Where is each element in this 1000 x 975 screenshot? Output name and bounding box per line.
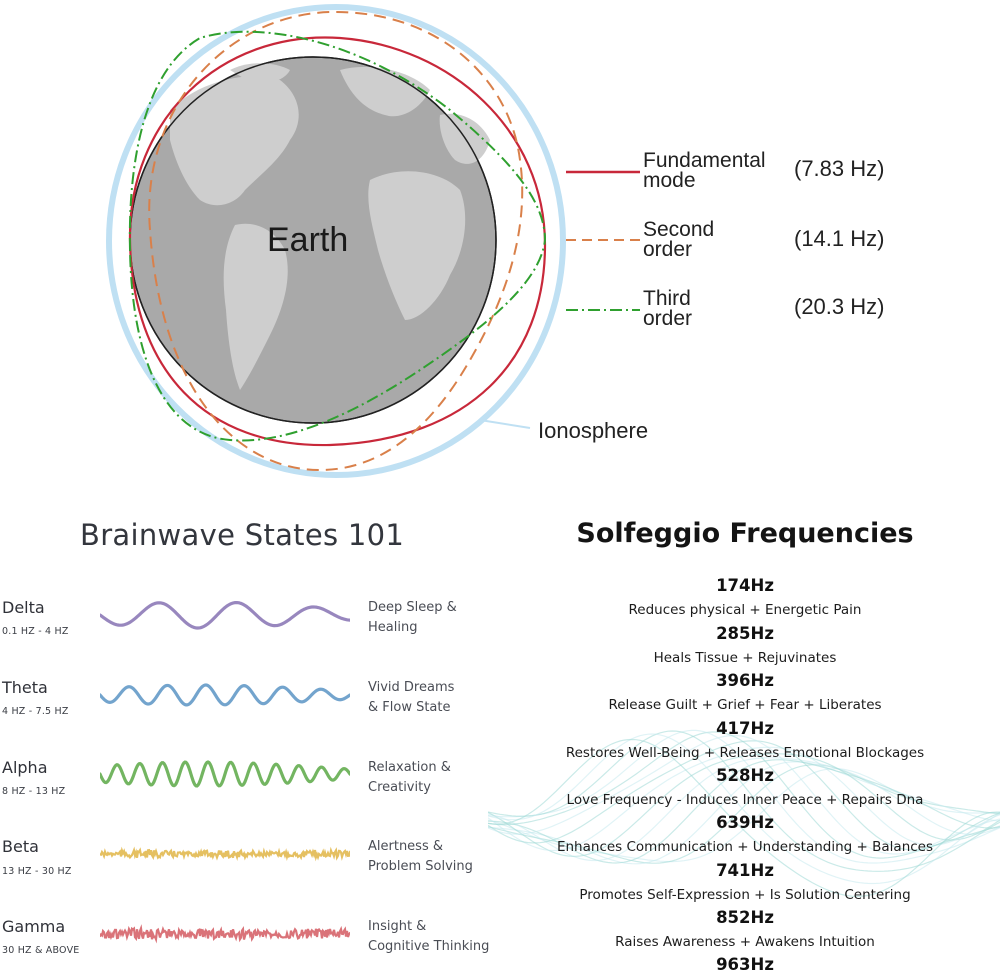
solfeggio-hz: 639Hz <box>716 813 774 832</box>
brainwave-name: Beta <box>2 837 39 856</box>
delta-wave <box>100 600 350 630</box>
solfeggio-hz: 852Hz <box>716 908 774 927</box>
brainwave-range: 8 HZ - 13 HZ <box>2 786 66 797</box>
wave-trace <box>100 600 350 630</box>
brainwave-name: Gamma <box>2 917 66 936</box>
solfeggio-hz: 528Hz <box>716 766 774 785</box>
decorative-wave-line <box>488 735 1000 855</box>
decorative-wave-line <box>488 740 1000 851</box>
solfeggio-desc: Enhances Communication + Understanding +… <box>556 839 934 855</box>
brainwave-range: 4 HZ - 7.5 HZ <box>2 706 69 717</box>
decorative-wave-line <box>488 733 1000 885</box>
brainwave-name: Theta <box>2 678 48 697</box>
solfeggio-desc: Restores Well-Being + Releases Emotional… <box>565 745 925 761</box>
beta-wave <box>100 846 350 862</box>
solfeggio-desc: Love Frequency - Induces Inner Peace + R… <box>566 792 924 808</box>
earth-label: Earth <box>267 221 349 259</box>
ionosphere-label: Ionosphere <box>538 418 649 443</box>
brainwave-desc: Vivid Dreams& Flow State <box>368 680 455 715</box>
decorative-wave-line <box>488 753 1000 857</box>
solfeggio-hz: 285Hz <box>716 624 774 643</box>
brainwave-desc: Insight &Cognitive Thinking <box>368 919 490 954</box>
solfeggio-desc: Promotes Self-Expression + Is Solution C… <box>579 887 911 903</box>
brainwave-name: Alpha <box>2 758 48 777</box>
wave-trace <box>100 846 350 862</box>
legend-freq-fundamental: (7.83 Hz) <box>794 156 885 181</box>
solfeggio-desc: Raises Awareness + Awakens Intuition <box>615 934 875 950</box>
decorative-wave-line <box>488 746 1000 852</box>
decorative-wave-line <box>488 729 1000 864</box>
ionosphere-pointer <box>479 419 531 429</box>
solfeggio-hz: 174Hz <box>716 576 774 595</box>
fundamental-mode-curve <box>128 36 547 447</box>
schumann-resonance-diagram <box>106 4 640 478</box>
brainwave-range: 30 HZ & ABOVE <box>2 945 80 956</box>
brainwave-range: 0.1 HZ - 4 HZ <box>2 626 69 637</box>
wave-trace <box>100 683 350 707</box>
theta-wave <box>100 683 350 707</box>
decorative-wave-line <box>488 759 1000 864</box>
gamma-wave <box>100 924 350 944</box>
continents <box>170 63 490 390</box>
solfeggio-hz: 396Hz <box>716 671 774 690</box>
brainwave-desc: Alertness &Problem Solving <box>368 839 473 874</box>
decorative-wave-line <box>488 730 1000 872</box>
decorative-wave-line <box>488 761 1000 865</box>
brainwave-desc: Relaxation &Creativity <box>368 760 451 795</box>
solfeggio-desc: Release Guilt + Grief + Fear + Liberates <box>608 697 882 713</box>
decorative-wave-line <box>488 738 1000 898</box>
solfeggio-hz: 741Hz <box>716 861 774 880</box>
wave-trace <box>100 924 350 944</box>
brainwave-range: 13 HZ - 30 HZ <box>2 866 72 877</box>
solfeggio-title: Solfeggio Frequencies <box>576 518 914 549</box>
brainwave-name: Delta <box>2 598 45 617</box>
decorative-wave-background <box>488 729 1000 898</box>
decorative-wave-line <box>488 731 1000 859</box>
brainwave-desc: Deep Sleep &Healing <box>368 600 457 635</box>
brainwave-title: Brainwave States 101 <box>80 518 405 552</box>
legend-freq-second: (14.1 Hz) <box>794 226 885 251</box>
decorative-wave-line <box>488 768 1000 863</box>
solfeggio-hz: 417Hz <box>716 719 774 738</box>
ionosphere-ring <box>106 4 566 478</box>
solfeggio-desc: Reduces physical + Energetic Pain <box>628 602 862 618</box>
third-order-curve <box>128 30 547 442</box>
solfeggio-desc: Heals Tissue + Rejuvinates <box>653 650 837 666</box>
solfeggio-hz: 963Hz <box>716 955 774 974</box>
legend-freq-third: (20.3 Hz) <box>794 294 885 319</box>
wave-trace <box>100 760 350 788</box>
alpha-wave <box>100 760 350 788</box>
second-order-curve <box>148 10 524 472</box>
